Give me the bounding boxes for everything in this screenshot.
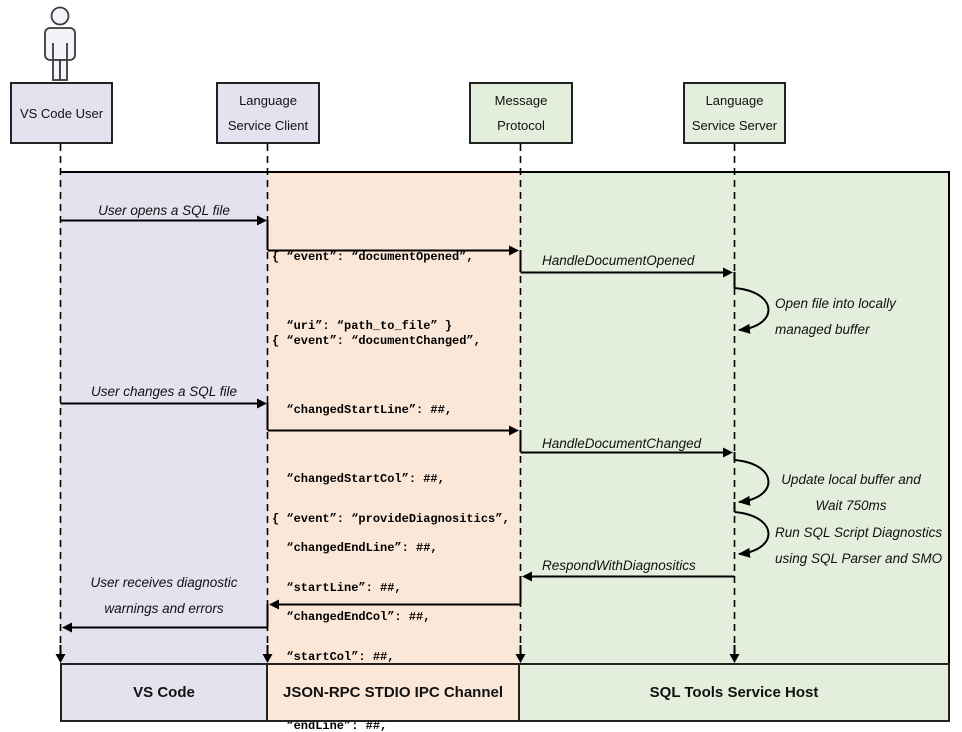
lane-bg-ipc-channel bbox=[268, 173, 520, 663]
label-user-receives: User receives diagnostic warnings and er… bbox=[60, 570, 268, 622]
lane-bg-vscode bbox=[60, 173, 268, 663]
actor-box-language-service-server: Language Service Server bbox=[683, 82, 786, 144]
lane-box-ipc-channel: JSON-RPC STDIO IPC Channel bbox=[268, 663, 520, 722]
annotation-update-buffer: Update local buffer and Wait 750ms bbox=[772, 467, 930, 519]
annotation-line: Wait 750ms bbox=[815, 498, 887, 513]
payload-document-opened: { “event”: “documentOpened”, “uri”: “pat… bbox=[272, 200, 474, 384]
annotation-line: using SQL Parser and SMO bbox=[775, 551, 943, 566]
actor-box-language-service-client: Language Service Client bbox=[216, 82, 320, 144]
label-respond-with-diagnositics: RespondWithDiagnositics bbox=[542, 558, 696, 573]
annotation-line: Open file into locally bbox=[775, 296, 896, 311]
lane-label: VS Code bbox=[133, 684, 195, 701]
payload-line: “changedEndCol”: ##, bbox=[272, 610, 431, 624]
label-line: warnings and errors bbox=[104, 601, 224, 616]
actor-label: Language bbox=[705, 93, 764, 108]
payload-line: “startCol”: ##, bbox=[272, 650, 395, 664]
payload-line: { “event”: “documentChanged”, bbox=[272, 334, 481, 348]
actor-box-message-protocol: Message Protocol bbox=[469, 82, 573, 144]
payload-line: “uri”: “path_to_file” } bbox=[272, 319, 453, 333]
payload-line: { “event”: “documentOpened”, bbox=[272, 250, 474, 264]
payload-line: “endLine”: ##, bbox=[272, 719, 388, 732]
annotation-open-file: Open file into locally managed buffer bbox=[775, 291, 896, 343]
payload-line: “startLine”: ##, bbox=[272, 581, 402, 595]
lane-box-vscode: VS Code bbox=[60, 663, 268, 722]
lane-bg-service-host bbox=[520, 173, 950, 663]
actor-box-vscode-user: VS Code User bbox=[10, 82, 113, 144]
actor-label: Protocol bbox=[497, 118, 545, 133]
annotation-line: Run SQL Script Diagnostics bbox=[775, 525, 943, 540]
label-user-changes: User changes a SQL file bbox=[90, 384, 238, 399]
payload-line: “changedEndLine”: ##, bbox=[272, 541, 438, 555]
actor-label: Message bbox=[494, 93, 548, 108]
payload-provide-diagnositics: { “event”: “provideDiagnositics”, “start… bbox=[272, 462, 510, 732]
actor-label: VS Code User bbox=[19, 105, 104, 121]
actor-label: Service Client bbox=[227, 118, 309, 133]
annotation-line: Update local buffer and bbox=[781, 472, 921, 487]
lane-label: SQL Tools Service Host bbox=[649, 684, 819, 701]
label-user-opens: User opens a SQL file bbox=[98, 203, 230, 218]
annotation-line: managed buffer bbox=[775, 322, 870, 337]
payload-line: { “event”: “provideDiagnositics”, bbox=[272, 512, 510, 526]
payload-line: “changedStartCol”: ##, bbox=[272, 472, 445, 486]
payload-line: “changedStartLine”: ##, bbox=[272, 403, 453, 417]
label-handle-document-opened: HandleDocumentOpened bbox=[542, 253, 695, 268]
lane-label: JSON-RPC STDIO IPC Channel bbox=[282, 684, 504, 701]
label-line: User receives diagnostic bbox=[90, 575, 238, 590]
user-actor-icon bbox=[44, 6, 76, 81]
label-handle-document-changed: HandleDocumentChanged bbox=[542, 436, 702, 451]
annotation-run-diagnostics: Run SQL Script Diagnostics using SQL Par… bbox=[775, 520, 942, 572]
actor-label: Service Server bbox=[691, 118, 778, 133]
lane-box-service-host: SQL Tools Service Host bbox=[520, 663, 950, 722]
actor-label: Language bbox=[239, 93, 297, 108]
